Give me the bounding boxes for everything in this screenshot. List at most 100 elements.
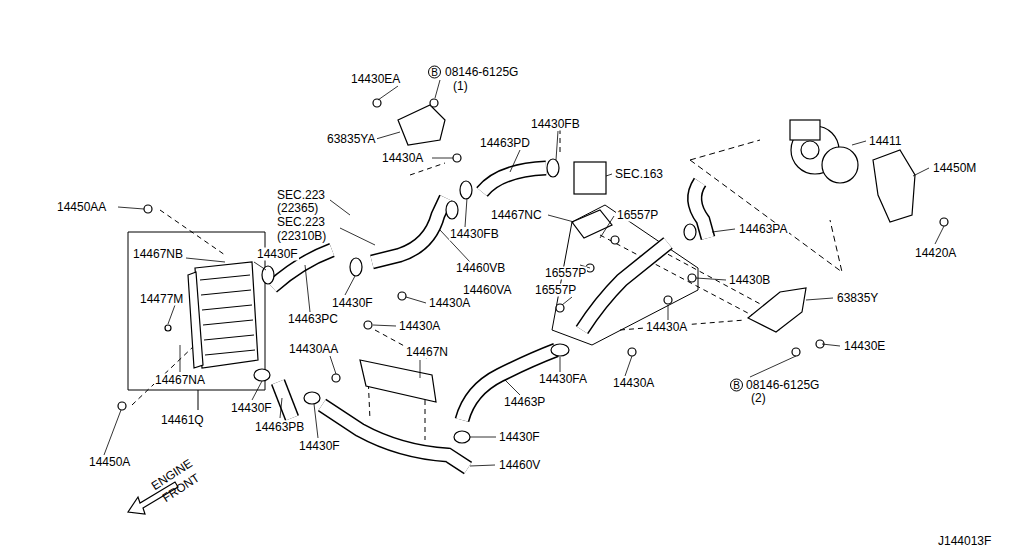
parts-illustration [572, 210, 612, 238]
parts-illustration [128, 120, 842, 440]
parts-illustration [556, 131, 558, 160]
callout-number: (22310B) [276, 230, 327, 243]
parts-illustration [378, 86, 398, 100]
parts-illustration [806, 298, 833, 300]
parts-illustration [406, 297, 426, 303]
parts-illustration [582, 243, 668, 330]
parts-illustration [410, 163, 445, 175]
parts-illustration [420, 360, 421, 378]
parts-illustration [792, 348, 800, 356]
callout-number: 08146-6125G [444, 66, 519, 79]
parts-illustration [314, 404, 318, 438]
parts-illustration [695, 182, 708, 238]
callout-number: 14460VA [462, 284, 513, 297]
callout-number: 14460V [498, 459, 541, 472]
parts-illustration [852, 141, 866, 145]
callout-number: 14477M [139, 293, 184, 306]
parts-illustration [712, 229, 735, 232]
callout-number: 14430AA [288, 343, 339, 356]
parts-illustration [372, 198, 446, 262]
parts-illustration [128, 232, 265, 390]
parts-illustration [322, 405, 468, 468]
callout-number: 14463PB [254, 421, 305, 434]
parts-illustration [304, 392, 320, 404]
parts-illustration [750, 356, 796, 377]
parts-illustration [505, 380, 520, 395]
parts-illustration [432, 158, 453, 159]
parts-illustration [628, 348, 636, 356]
callout-number: 14430F [498, 431, 541, 444]
callout-number: 08146-6125G [745, 379, 820, 392]
callout-number: 14430FB [530, 118, 581, 131]
callout-number: 14430F [230, 402, 273, 415]
parts-illustration [364, 321, 372, 329]
parts-illustration [104, 80, 944, 466]
parts-illustration [198, 390, 199, 410]
parts-illustration [398, 105, 445, 145]
circled-b: B [428, 66, 441, 79]
callout-number: 63835YA [326, 133, 377, 146]
parts-illustration [372, 198, 446, 262]
parts-illustration [272, 168, 708, 468]
callout-number: 14430FA [538, 373, 588, 386]
parts-illustration [696, 278, 726, 280]
callout-number: 14430F [256, 248, 299, 261]
parts-illustration [252, 381, 262, 400]
parts-illustration [688, 274, 696, 282]
parts-illustration [188, 272, 203, 368]
parts-illustration [574, 162, 606, 194]
parts-illustration [556, 304, 564, 312]
callout-number: 14430FB [449, 228, 500, 241]
parts-illustration [201, 290, 251, 295]
parts-illustration [470, 437, 496, 438]
parts-illustration [272, 168, 708, 468]
parts-illustration [560, 357, 561, 372]
parts-illustration [454, 431, 470, 443]
parts-illustration [822, 344, 840, 346]
callout-number: 14430A [398, 320, 441, 333]
parts-illustration [548, 215, 574, 222]
parts-illustration [373, 99, 381, 107]
parts-illustration [104, 410, 121, 455]
parts-illustration [360, 360, 436, 402]
parts-illustration [254, 262, 266, 270]
callout-number: 14463PD [479, 137, 531, 150]
parts-illustration [186, 258, 225, 262]
callout-number: 14430A [645, 321, 688, 334]
parts-illustration [625, 356, 632, 376]
parts-illustration [118, 402, 126, 410]
parts-illustration [940, 218, 948, 226]
callout-number: (1) [452, 80, 469, 93]
parts-illustration [913, 168, 929, 176]
callout-number: SEC.163 [614, 168, 664, 181]
parts-illustration [465, 198, 467, 227]
parts-illustration [144, 205, 152, 213]
callout-number: 16557P [544, 267, 587, 280]
parts-illustration [202, 305, 252, 310]
parts-illustration [204, 335, 254, 340]
parts-illustration [398, 292, 406, 300]
parts-illustration [373, 325, 396, 326]
parts-illustration [340, 228, 375, 245]
parts-illustration [790, 120, 820, 140]
callout-number: 14430F [298, 440, 341, 453]
callout-number: 14450A [88, 456, 131, 469]
parts-illustration [168, 305, 175, 324]
parts-illustration [690, 140, 760, 160]
callout-number: 14420A [914, 247, 957, 260]
parts-illustration [180, 345, 181, 372]
parts-illustration [582, 243, 668, 330]
callout-number: 14430E [843, 340, 886, 353]
parts-illustration [425, 400, 426, 440]
parts-illustration [345, 276, 355, 295]
callout-number: 14430A [428, 297, 471, 310]
parts-illustration [600, 216, 614, 238]
parts-illustration [118, 207, 144, 209]
callout-number: SEC.223 [276, 216, 326, 229]
callout-number: 16557P [534, 284, 577, 297]
callout-number: 14450M [932, 162, 977, 175]
parts-illustration [446, 201, 458, 219]
parts-illustration [278, 382, 292, 418]
